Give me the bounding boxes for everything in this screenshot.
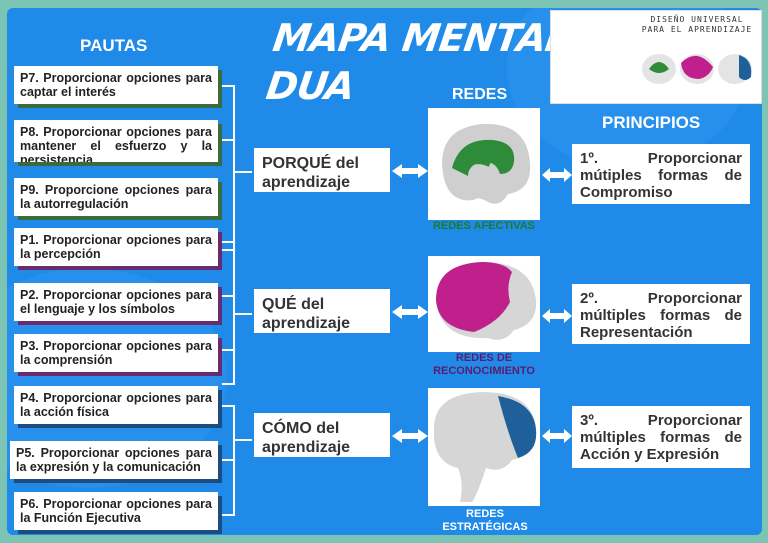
double-arrow-3 [392, 429, 428, 443]
principio-1: 1º. Proporcionar mútiples formas de Comp… [572, 144, 750, 204]
question-que: QUÉ del aprendizaje [254, 289, 390, 333]
pauta-card-p6: P6. Proporcionar opciones para la Funció… [14, 492, 218, 530]
pauta-card-p2: P2. Proporcionar opciones para el lengua… [14, 283, 218, 321]
question-porque: PORQUÉ del aprendizaje [254, 148, 390, 192]
brain-reconocimiento [428, 256, 540, 352]
brain-afectivas [428, 108, 540, 220]
redes-reconocimiento-label: REDES DE RECONOCIMIENTO [424, 352, 544, 378]
pauta-card-p1: P1. Proporcionar opciones para la percep… [14, 228, 218, 266]
brain-estrategicas-icon [433, 392, 537, 502]
pauta-card-p5: P5. Proporcionar opciones para la expres… [10, 441, 218, 479]
dua-thumbnail: DISEÑO UNIVERSAL PARA EL APRENDIZAJE [550, 10, 762, 104]
redes-reconocimiento-text: REDES DE RECONOCIMIENTO [433, 352, 535, 377]
redes-estrategicas-label: REDES ESTRATÉGICAS [430, 508, 540, 534]
thumbnail-brains-image [551, 11, 641, 101]
double-arrow-5 [542, 309, 572, 323]
double-arrow-6 [542, 429, 572, 443]
redes-afectivas-label: REDES AFECTIVAS [432, 220, 536, 232]
pauta-card-p4: P4. Proporcionar opciones para la acción… [14, 386, 218, 424]
pauta-card-p3: P3. Proporcionar opciones para la compre… [14, 334, 218, 372]
redes-header: REDES [452, 86, 508, 103]
brain-reconocimiento-icon [436, 262, 537, 340]
principios-header: PRINCIPIOS [602, 113, 701, 132]
pauta-card-p7: P7. Proporcionar opciones para captar el… [14, 66, 218, 104]
thumbnail-title: DISEÑO UNIVERSAL PARA EL APRENDIZAJE [641, 15, 753, 34]
brain-afectivas-icon [442, 123, 531, 204]
pautas-connectors [222, 85, 252, 516]
double-arrow-4 [542, 168, 572, 182]
brain-estrategicas [428, 388, 540, 506]
redes-estrategicas-text: REDES ESTRATÉGICAS [442, 508, 528, 533]
thumbnail-brains-icon [642, 54, 752, 84]
pautas-header: PAUTAS [80, 36, 148, 55]
question-como: CÓMO del aprendizaje [254, 413, 390, 457]
double-arrow-2 [392, 305, 428, 319]
principio-2: 2º. Proporcionar múltiples formas de Rep… [572, 284, 750, 344]
double-arrow-1 [392, 164, 428, 178]
pauta-card-p8: P8. Proporcionar opciones para mantener … [14, 120, 218, 162]
principio-3: 3º. Proporcionar múltiples formas de Acc… [572, 406, 750, 468]
pauta-card-p9: P9. Proporcione opciones para la autorre… [14, 178, 218, 216]
